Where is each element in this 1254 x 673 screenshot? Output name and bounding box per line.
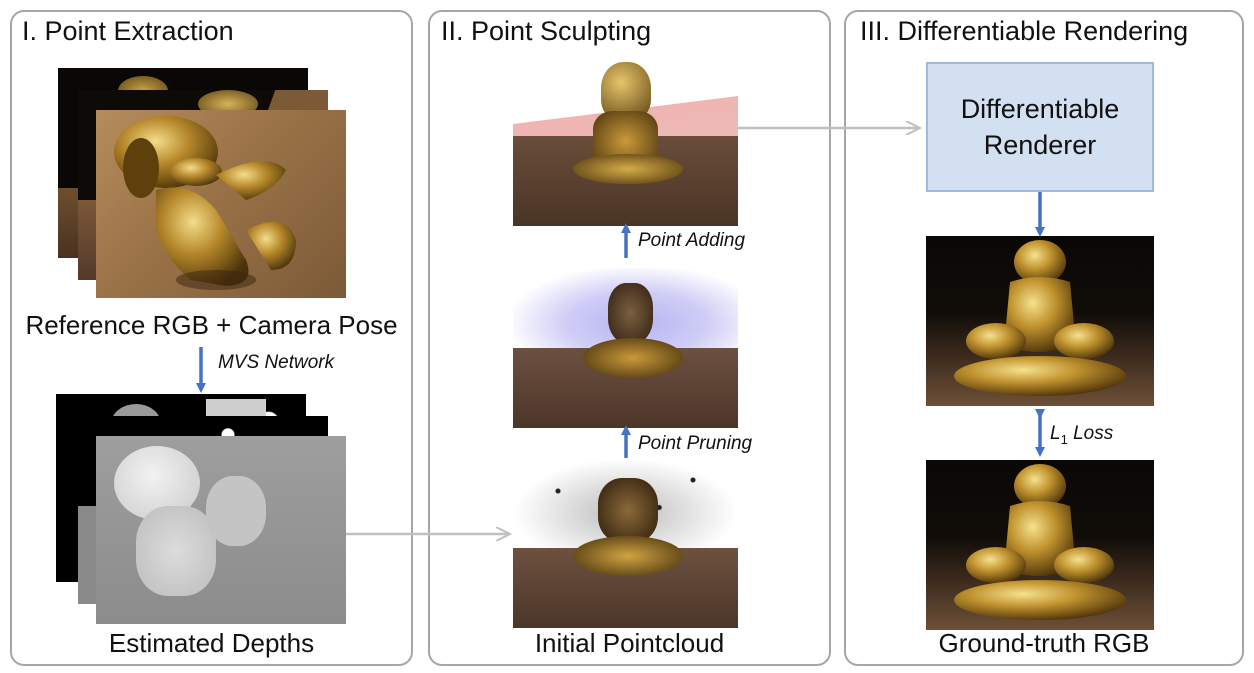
- caption-initial-pointcloud: Initial Pointcloud: [534, 628, 725, 658]
- rendered-rgb-image: [926, 236, 1154, 406]
- renderer-label-line2: Renderer: [983, 130, 1097, 160]
- golden-meditating-statue-rendered: [954, 240, 1126, 396]
- renderer-label-line1: Differentiable: [960, 94, 1120, 124]
- label-mvs-network: MVS Network: [218, 352, 335, 373]
- pointcloud-initial: [513, 458, 738, 628]
- caption-estimated-depths: Estimated Depths: [108, 628, 315, 658]
- reference-rgb-image-front: [96, 110, 346, 298]
- golden-meditating-statue-ground-truth: [954, 464, 1126, 620]
- loss-word: Loss: [1073, 423, 1114, 444]
- label-point-adding: Point Adding: [638, 230, 746, 251]
- differentiable-renderer-box: Differentiable Renderer: [926, 62, 1154, 192]
- panel-title-point-sculpting: II. Point Sculpting: [441, 16, 652, 46]
- caption-reference-rgb: Reference RGB + Camera Pose: [25, 310, 398, 340]
- golden-dog-statue-figure: [114, 116, 296, 290]
- loss-symbol: L: [1050, 423, 1061, 444]
- loss-subscript: 1: [1060, 431, 1068, 447]
- caption-ground-truth-rgb: Ground-truth RGB: [938, 628, 1150, 658]
- label-l1-loss: L1 Loss: [1050, 423, 1113, 447]
- pointcloud-after-pruning: [513, 258, 738, 428]
- panel-title-point-extraction: I. Point Extraction: [22, 16, 234, 46]
- depth-map-front: [96, 436, 346, 624]
- ground-truth-rgb-image: [926, 460, 1154, 630]
- pointcloud-after-adding: [513, 56, 738, 226]
- panel-title-differentiable-rendering: III. Differentiable Rendering: [860, 16, 1189, 46]
- label-point-pruning: Point Pruning: [638, 433, 753, 454]
